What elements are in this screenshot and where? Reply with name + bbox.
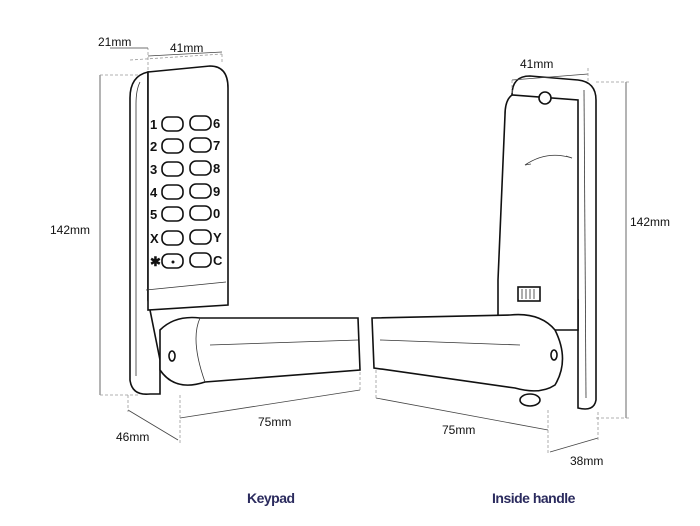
keypad-height-label: 142mm	[50, 223, 90, 237]
key-label-right: 7	[213, 138, 220, 153]
keypad-lever	[159, 316, 361, 386]
keypad-depth-top-label: 21mm	[98, 35, 131, 49]
key-label-left: 3	[150, 162, 157, 177]
keypad-button[interactable]	[189, 205, 212, 221]
keypad-caption: Keypad	[247, 490, 295, 506]
inside-lever	[371, 313, 564, 392]
key-label-left: 5	[150, 207, 157, 222]
key-label-right: Y	[213, 230, 222, 245]
inside-lever-label: 75mm	[442, 423, 475, 437]
keypad-button[interactable]	[161, 161, 184, 177]
keypad-button[interactable]	[161, 116, 184, 132]
keypad-keys: 1 6 2 7 3 8 4 9 5 0X Y ✱ C	[150, 115, 223, 269]
keypad-button[interactable]	[161, 230, 184, 246]
keypad-depth-label: 46mm	[116, 430, 149, 444]
dimension-lines	[99, 47, 630, 455]
keypad-button[interactable]	[189, 229, 212, 245]
keypad-button[interactable]	[189, 115, 212, 131]
key-label-right: 9	[213, 184, 220, 199]
keypad-width-label: 41mm	[170, 41, 203, 55]
key-label-left: 2	[150, 139, 157, 154]
keypad-button[interactable]	[161, 138, 184, 154]
key-label-right: 0	[213, 206, 220, 221]
keypad-button[interactable]	[189, 252, 212, 268]
keypad-button[interactable]	[189, 183, 212, 199]
key-label-left: 4	[150, 185, 158, 200]
inside-handle-caption: Inside handle	[492, 490, 575, 506]
key-label-left: X	[150, 231, 159, 246]
keypad-button[interactable]	[161, 184, 184, 200]
keypad-unit: 1 6 2 7 3 8 4 9 5 0X Y ✱ C	[129, 65, 361, 396]
inside-depth-label: 38mm	[570, 454, 603, 468]
button-dot-icon	[171, 260, 175, 264]
inside-height-label: 142mm	[630, 215, 670, 229]
keypad-button[interactable]	[189, 137, 212, 153]
key-label-right: 8	[213, 161, 220, 176]
inside-width-label: 41mm	[520, 57, 553, 71]
keypad-lever-label: 75mm	[258, 415, 291, 429]
key-label-right: C	[213, 253, 223, 268]
key-label-right: 6	[213, 116, 220, 131]
keypad-button[interactable]	[189, 160, 212, 176]
inside-handle-unit	[371, 75, 597, 410]
keypad-button[interactable]	[161, 206, 184, 222]
key-label-left: ✱	[150, 254, 161, 269]
key-label-left: 1	[150, 117, 157, 132]
